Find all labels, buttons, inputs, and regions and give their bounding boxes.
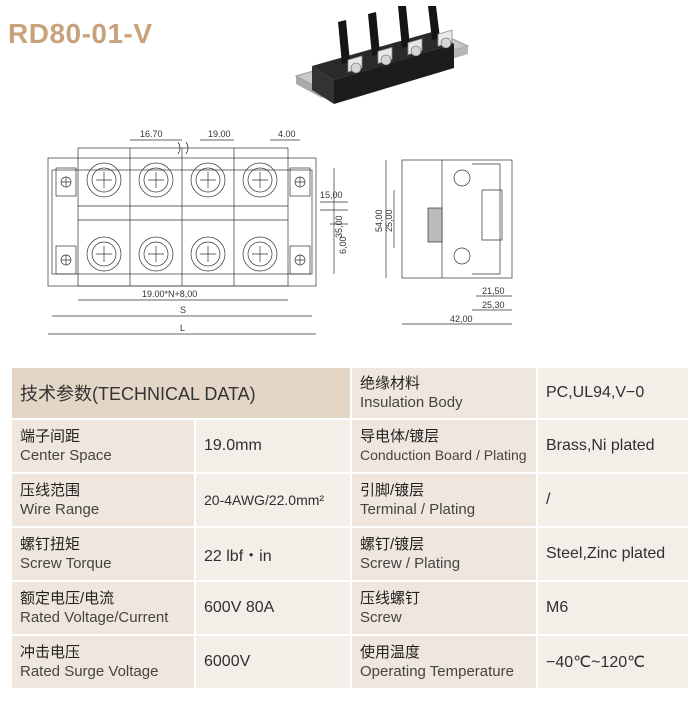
dim-pitch: 16.70 xyxy=(140,129,163,139)
dim-21-50: 21,50 xyxy=(482,286,505,296)
row-label-en: Screw xyxy=(360,608,402,626)
row-label-zh: 螺钉/镀层 xyxy=(360,535,425,553)
product-title: RD80-01-V xyxy=(8,18,153,49)
dim-35: 35,00 xyxy=(334,215,344,238)
row-label-en: Wire Range xyxy=(20,500,100,518)
table-header: 技术参数(TECHNICAL DATA) xyxy=(12,368,350,418)
row-label-zh: 螺钉扭矩 xyxy=(20,535,81,553)
row-label-zh: 导电体/镀层 xyxy=(360,427,440,445)
row-label-en: Center Space xyxy=(20,446,112,464)
row-label-zh: 额定电压/电流 xyxy=(20,589,115,607)
dim-l: L xyxy=(180,323,185,333)
dim-54: 54,00 xyxy=(374,209,384,232)
row-value: 600V 80A xyxy=(196,582,350,634)
row-label-en: Rated Voltage/Current xyxy=(20,608,169,626)
row-value: 20-4AWG/22.0mm² xyxy=(196,474,350,526)
row-label-zh: 引脚/镀层 xyxy=(360,481,425,499)
dim-15: 15,00 xyxy=(320,190,343,200)
side-view-drawing: 54,00 25,00 21,50 25,30 42,00 xyxy=(374,159,513,325)
row-value: 22 lbf・in xyxy=(196,528,350,580)
dim-space: 19.00 xyxy=(208,129,231,139)
dim-25-30: 25,30 xyxy=(482,300,505,310)
dim-42: 42,00 xyxy=(450,314,473,324)
row-value: 19.0mm xyxy=(196,420,350,472)
insulation-label-zh: 绝缘材料 xyxy=(360,374,421,392)
row-label-zh: 压线范围 xyxy=(20,481,81,499)
front-view-drawing: 16.70 19.00 4.00 19.00*N+8,00 S L 15,00 … xyxy=(47,129,348,335)
product-photo xyxy=(294,6,470,104)
row-label-zh: 使用温度 xyxy=(360,643,421,661)
row-label-en: Screw Torque xyxy=(20,554,112,572)
row-value: Brass,Ni plated xyxy=(538,420,688,472)
row-label-zh: 压线螺钉 xyxy=(360,589,421,607)
row-value: / xyxy=(538,474,688,526)
dim-formula: 19.00*N+8,00 xyxy=(142,289,197,299)
row-value: M6 xyxy=(538,582,688,634)
row-label-zh: 冲击电压 xyxy=(20,643,81,661)
row-value: Steel,Zinc plated xyxy=(538,528,688,580)
insulation-value: PC,UL94,V−0 xyxy=(538,368,688,418)
dim-6: 6,00 xyxy=(338,236,348,254)
dim-edge: 4.00 xyxy=(278,129,296,139)
insulation-label-en: Insulation Body xyxy=(360,393,463,411)
row-label-en: Screw / Plating xyxy=(360,554,461,572)
row-value: −40℃~120℃ xyxy=(538,636,688,688)
row-label-en: Terminal / Plating xyxy=(360,500,476,518)
row-value: 6000V xyxy=(196,636,350,688)
row-label-en: Operating Temperature xyxy=(360,662,514,680)
dim-25: 25,00 xyxy=(384,209,394,232)
dim-s: S xyxy=(180,305,186,315)
technical-data-table: 技术参数(TECHNICAL DATA) 绝缘材料 Insulation Bod… xyxy=(10,366,690,690)
row-label-en: Rated Surge Voltage xyxy=(20,662,159,680)
row-label-zh: 端子间距 xyxy=(20,427,81,445)
row-label-en: Conduction Board / Plating xyxy=(360,446,527,463)
insulation-label: 绝缘材料 Insulation Body xyxy=(352,368,536,418)
